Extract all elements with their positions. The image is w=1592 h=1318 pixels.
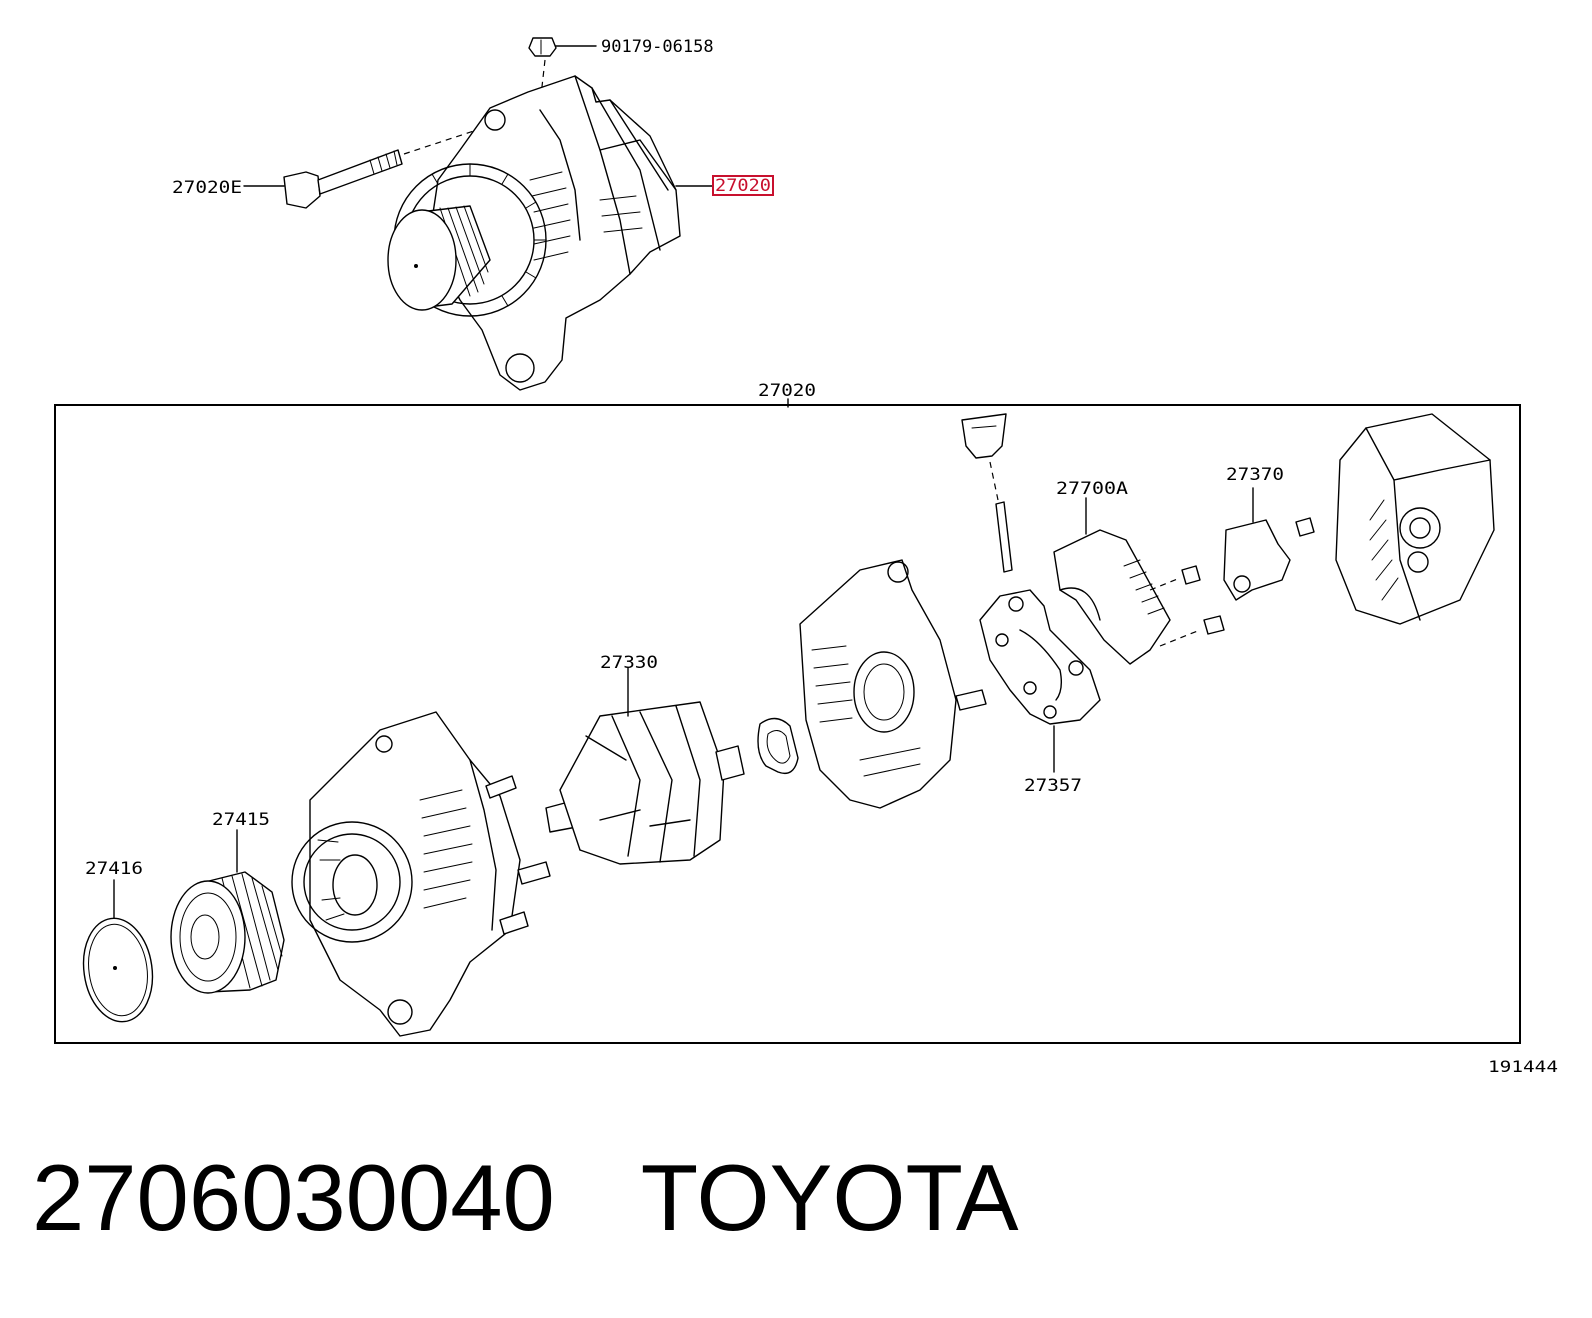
connector-drawing: [961, 413, 1013, 573]
label-terminal-insulator: 27370: [1226, 465, 1284, 485]
terminal-insulator-drawing: 27370: [1223, 465, 1315, 601]
rectifier-drawing: 27357: [979, 589, 1101, 796]
cover-slots: [1369, 499, 1399, 601]
rotor-drawing: 27330: [545, 653, 745, 865]
part-number: 2706030040: [32, 1145, 555, 1250]
rear-frame-fins: [811, 645, 921, 777]
alternator-assembly-drawing: [283, 37, 681, 391]
fan-spokes: [431, 163, 547, 307]
label-rectifier: 27357: [1024, 776, 1082, 796]
top-callouts: 90179-06158 27020E 27020: [172, 37, 774, 198]
rear-cover-drawing: [1335, 413, 1495, 625]
part-caption: 2706030040 TOYOTA: [32, 1148, 1019, 1248]
label-assembly-box: 27020: [758, 381, 816, 401]
label-bolt-side: 27020E: [172, 178, 242, 198]
label-pulley: 27415: [212, 810, 270, 830]
pulley-cap-drawing: 27416: [82, 859, 154, 1023]
label-assembly-highlighted[interactable]: 27020: [715, 176, 771, 196]
housing-fins: [529, 171, 643, 261]
top-bolt-drawing: [528, 37, 557, 123]
drive-end-frame-drawing: [291, 711, 551, 1037]
pulley-drawing: 27415: [170, 810, 285, 994]
assembly-pulley-drawing: [387, 205, 491, 311]
drawing-number: 191444: [1488, 1057, 1558, 1076]
drive-end-fins: [317, 789, 473, 921]
highlight-box: [712, 175, 774, 196]
side-bolt-drawing: [283, 123, 496, 209]
label-pulley-cap: 27416: [85, 859, 143, 879]
label-bolt-top: 90179-06158: [601, 37, 714, 57]
rear-frame-drawing: [799, 559, 987, 809]
exploded-view-frame: 27020: [54, 381, 1521, 1044]
label-rotor: 27330: [600, 653, 658, 673]
label-brush-holder: 27700A: [1056, 479, 1128, 499]
rotor-claws: [585, 705, 701, 863]
brand-name: TOYOTA: [640, 1145, 1019, 1250]
regulator-ribs: [1123, 559, 1165, 615]
seal-ring-drawing: [757, 717, 799, 775]
brush-holder-drawing: 27700A: [1053, 479, 1225, 665]
